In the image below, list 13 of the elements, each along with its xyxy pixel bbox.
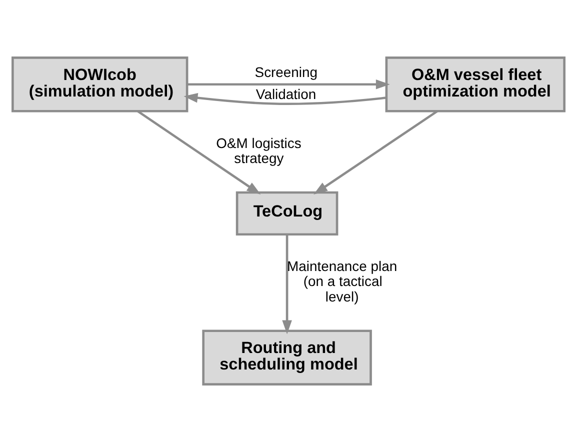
- edge-label: Screening: [254, 63, 318, 80]
- arrow: [137, 110, 261, 194]
- arrow: [314, 110, 438, 194]
- node-box: O&M vessel fleet optimization model: [385, 56, 566, 112]
- edge-label: Maintenance plan (on a tactical level): [287, 258, 398, 304]
- arrow: [184, 92, 386, 105]
- node-box: NOWIcob (simulation model): [12, 56, 188, 112]
- arrow: [187, 79, 390, 89]
- arrow: [282, 234, 292, 334]
- edge-label: Validation: [256, 86, 316, 102]
- node-box: TeCoLog: [236, 190, 338, 236]
- edge-label: O&M logistics strategy: [216, 134, 302, 166]
- node-box: Routing and scheduling model: [202, 329, 372, 386]
